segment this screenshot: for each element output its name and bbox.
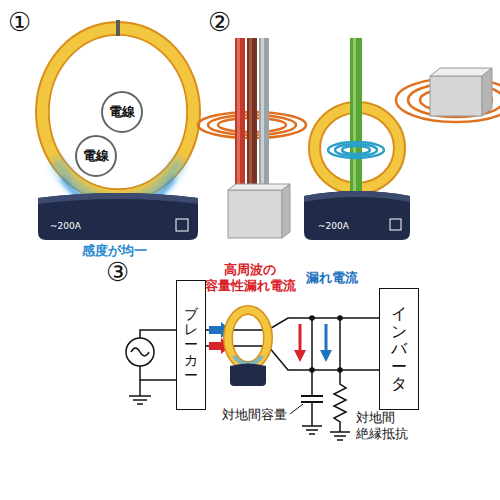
- ground-symbol: [309, 433, 315, 435]
- ground-symbol: [129, 396, 151, 404]
- capacitor-symbol: [301, 401, 323, 403]
- supply-wire: [140, 330, 176, 396]
- ground-symbol: [306, 429, 318, 431]
- ground-symbol: [302, 425, 322, 427]
- clamp-jaw: [228, 310, 268, 366]
- clamp-jaw: [49, 35, 187, 189]
- meter-body: [390, 219, 401, 230]
- ground-symbol: [129, 395, 151, 397]
- capacitor-symbol: [301, 395, 323, 397]
- noise-source-box: [482, 68, 492, 116]
- green-wire: [350, 38, 362, 198]
- supply-wire: [140, 366, 176, 380]
- meter-body: [38, 193, 198, 204]
- leakage-arrow: [299, 324, 302, 352]
- component-label: 対地間容量: [222, 407, 287, 423]
- ac-source: [126, 338, 154, 366]
- meter-body: [304, 191, 410, 240]
- callout-number: ②: [208, 6, 231, 39]
- ground-symbol: [133, 399, 147, 401]
- branch-wire: [339, 318, 341, 370]
- terminal-box: [228, 184, 290, 190]
- supply-wire: [140, 330, 176, 338]
- branch-wire: [311, 318, 313, 370]
- ground-symbol: [302, 426, 350, 440]
- meter-body: [304, 191, 410, 240]
- cable-wires: [247, 38, 257, 188]
- ground-symbol: [330, 431, 350, 433]
- cable-wires: [259, 38, 269, 188]
- breaker-box: ブレーカー: [176, 280, 206, 410]
- node-text: インバータ: [391, 305, 407, 393]
- junction-dot: [309, 315, 343, 373]
- node-text: 電線: [109, 103, 135, 121]
- shield-rings: [328, 142, 384, 158]
- noise-source-box: [430, 76, 482, 116]
- capacitor-symbol: [301, 396, 323, 402]
- shield-rings: [328, 142, 384, 158]
- leakage-arrow: [294, 324, 332, 362]
- branch-wire: [334, 370, 346, 432]
- clamp-jaw: [228, 310, 268, 366]
- cable-wires: [249, 38, 252, 188]
- clamp-jaw: [234, 356, 262, 364]
- ac-source: [126, 338, 154, 366]
- leakage-arrow: [320, 350, 332, 362]
- callout-number: ③: [106, 256, 129, 289]
- green-wire: [350, 38, 362, 198]
- cable-wires: [261, 38, 264, 188]
- noise-source-box: [430, 68, 492, 116]
- supply-wire: [139, 380, 141, 396]
- node-text: ブレーカー: [184, 307, 198, 384]
- junction-dot: [309, 367, 315, 373]
- leader-line: [290, 404, 303, 414]
- ground-symbol: [137, 403, 143, 405]
- component-label: 対地間 絶縁抵抗: [356, 410, 420, 441]
- meter-body: [38, 193, 198, 240]
- current-label: 漏れ電流: [306, 270, 358, 286]
- meter-rating: ~200A: [50, 221, 81, 232]
- shield-rings: [335, 144, 377, 156]
- terminal-box: [282, 184, 290, 238]
- junction-dot: [309, 315, 315, 321]
- ac-source: [131, 348, 149, 356]
- node-text: 電線: [83, 147, 109, 165]
- branch-wire: [311, 402, 313, 426]
- terminal-box: [228, 190, 282, 238]
- shield-rings: [342, 146, 370, 154]
- leader-line: [290, 404, 303, 414]
- callout-number: ①: [8, 6, 31, 39]
- caption-text: 感度が均一: [82, 243, 147, 259]
- meter-body: [304, 191, 410, 202]
- ground-symbol: [337, 439, 343, 441]
- wire-circle: 電線: [75, 135, 117, 177]
- clamp-jaw: [228, 310, 268, 366]
- green-wire: [353, 38, 356, 198]
- meter-body: [38, 193, 198, 240]
- cable-wires: [235, 38, 269, 188]
- meter-rating: ~200A: [318, 221, 349, 232]
- branch-wire: [312, 318, 346, 432]
- inverter-box: インバータ: [379, 288, 419, 410]
- leakage-arrow: [294, 350, 306, 362]
- terminal-box: [228, 184, 290, 238]
- current-label: 高周波の 容量性漏れ電流: [198, 262, 302, 295]
- clamp-jaw: [116, 20, 120, 36]
- junction-dot: [337, 367, 343, 373]
- cable-wires: [237, 38, 240, 188]
- meter-body: [176, 219, 188, 231]
- cable-wires: [235, 38, 245, 188]
- leakage-arrow: [325, 324, 328, 352]
- junction-dot: [337, 315, 343, 321]
- branch-wire: [311, 370, 313, 396]
- ground-symbol: [334, 435, 346, 437]
- wire-circle: 電線: [101, 91, 143, 133]
- meter-body: [230, 364, 266, 387]
- meter-body: [230, 364, 266, 387]
